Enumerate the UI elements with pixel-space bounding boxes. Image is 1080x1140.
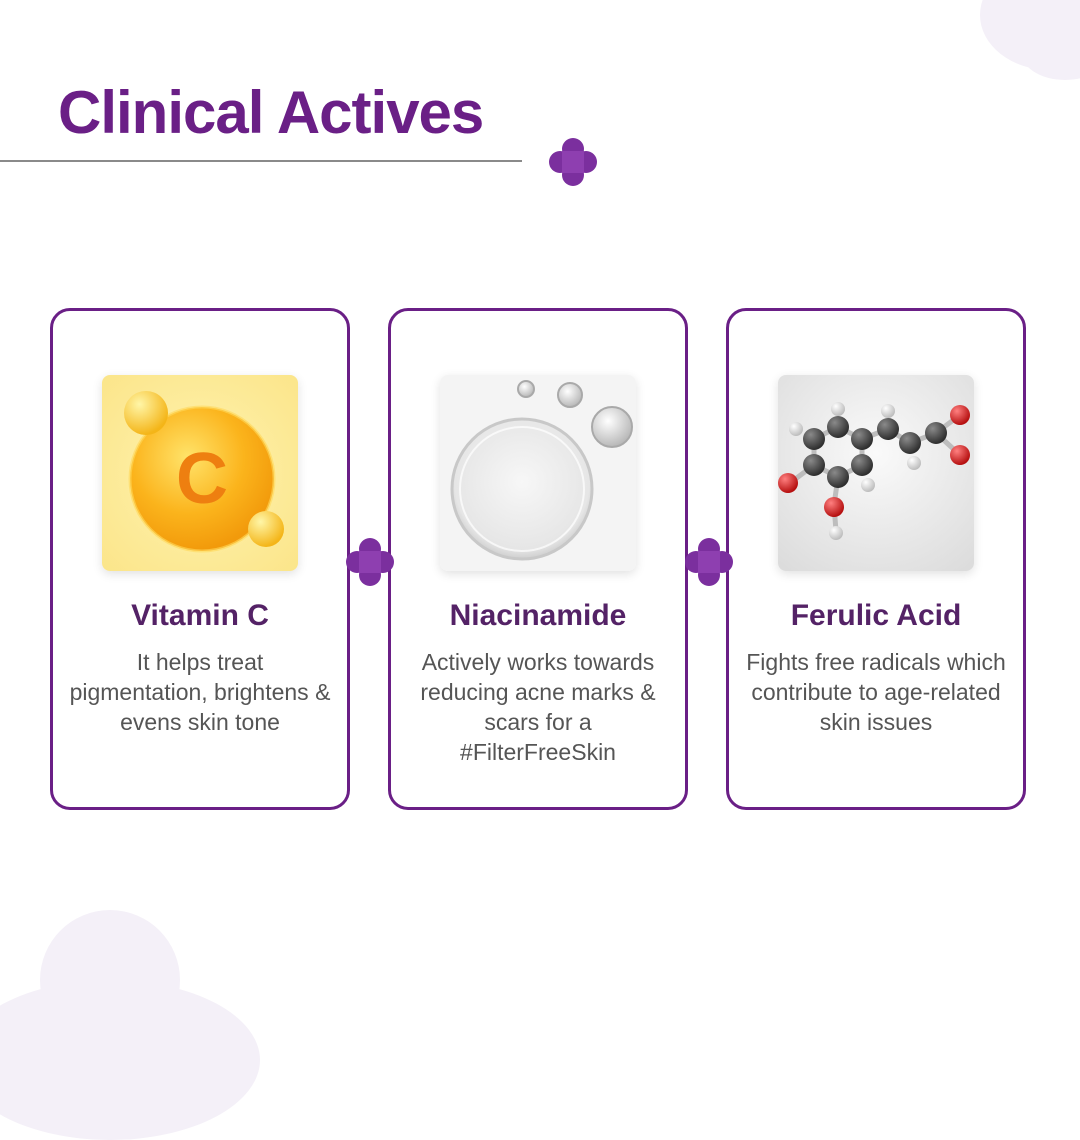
molecule-icon bbox=[778, 375, 974, 571]
vitamin-c-orb-icon: C bbox=[102, 375, 298, 571]
plus-icon bbox=[345, 537, 395, 587]
card-vitamin-c: C Vitamin C It helps treat pigmentation,… bbox=[50, 308, 350, 810]
card-niacinamide: Niacinamide Actively works towards reduc… bbox=[388, 308, 688, 810]
card-description: Actively works towards reducing acne mar… bbox=[420, 649, 656, 765]
card-ferulic-acid: Ferulic Acid Fights free radicals which … bbox=[726, 308, 1026, 810]
serum-drop-icon bbox=[440, 375, 636, 571]
page-title: Clinical Actives bbox=[58, 79, 484, 146]
card-description: Fights free radicals which contribute to… bbox=[746, 649, 1006, 735]
card-title: Vitamin C bbox=[131, 599, 269, 632]
card-title: Ferulic Acid bbox=[790, 599, 962, 632]
card-description: It helps treat pigmentation, brightens &… bbox=[69, 649, 331, 735]
vitamin-c-letter: C bbox=[176, 439, 228, 519]
plus-icon bbox=[548, 137, 598, 187]
card-title: Niacinamide bbox=[449, 599, 627, 632]
plus-icon bbox=[684, 537, 734, 587]
background-blob-bottom-left-2 bbox=[0, 980, 260, 1140]
title-divider bbox=[0, 160, 522, 162]
